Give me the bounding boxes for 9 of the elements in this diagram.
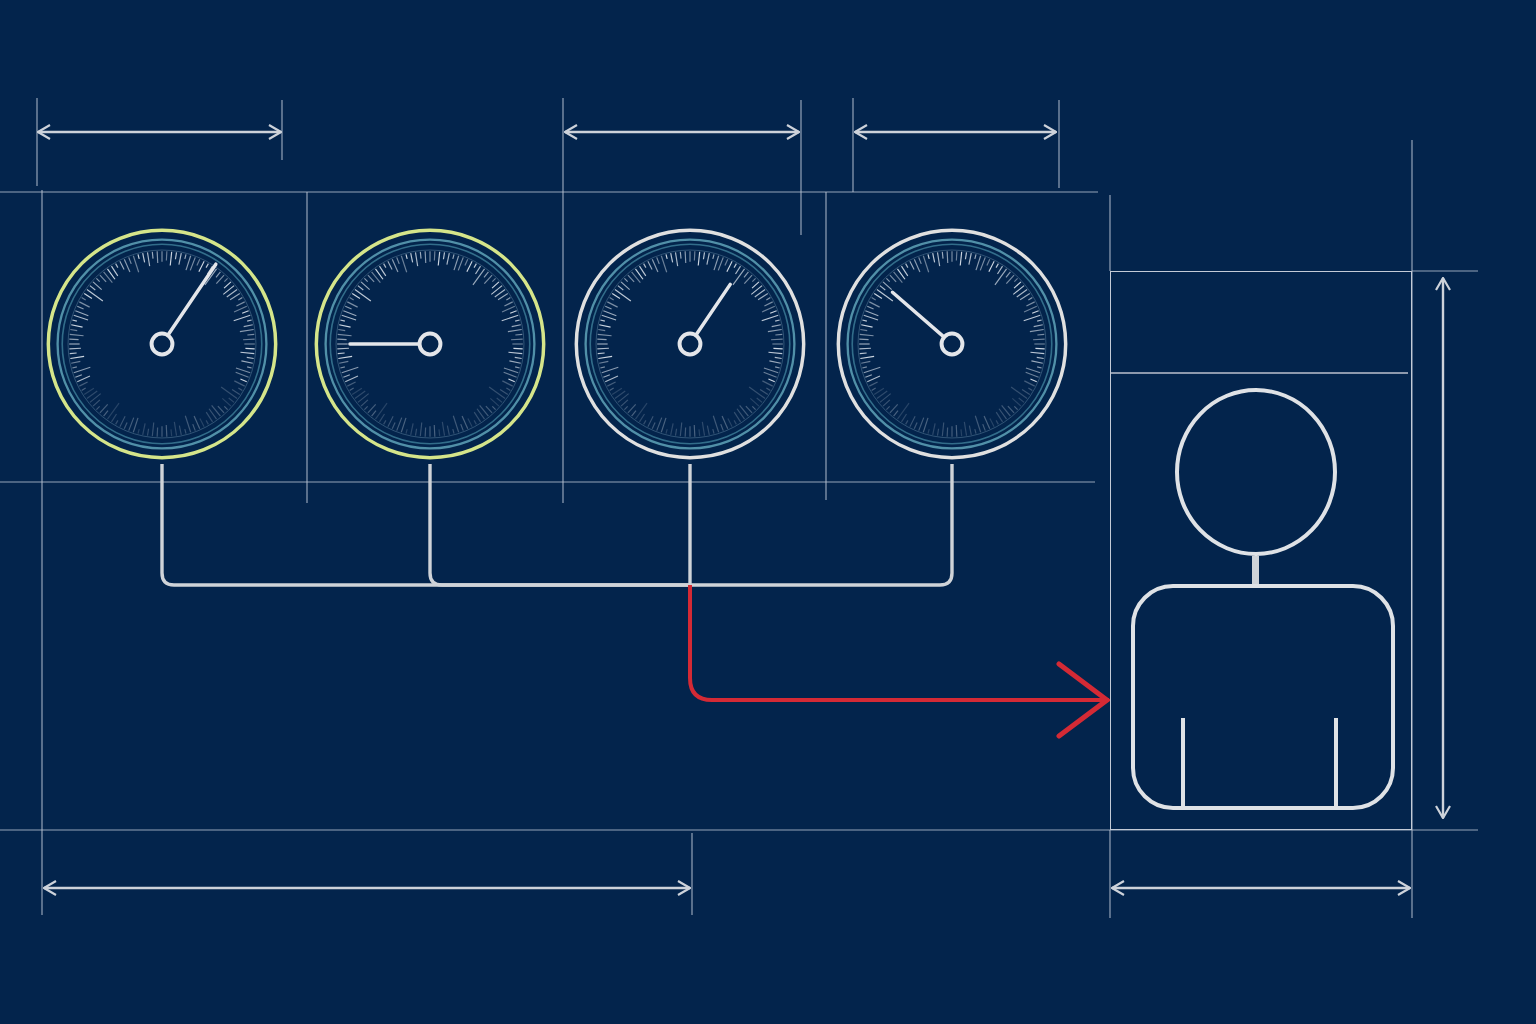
pressure-gauge — [836, 228, 1068, 460]
connector-line — [688, 464, 692, 585]
pressure-gauge — [46, 228, 278, 460]
connector-line — [428, 464, 690, 587]
frame-box — [1110, 271, 1412, 830]
pressure-gauge — [314, 228, 546, 460]
person-silhouette — [1131, 388, 1395, 812]
pressure-gauge — [574, 228, 806, 460]
connector-line — [690, 464, 954, 587]
